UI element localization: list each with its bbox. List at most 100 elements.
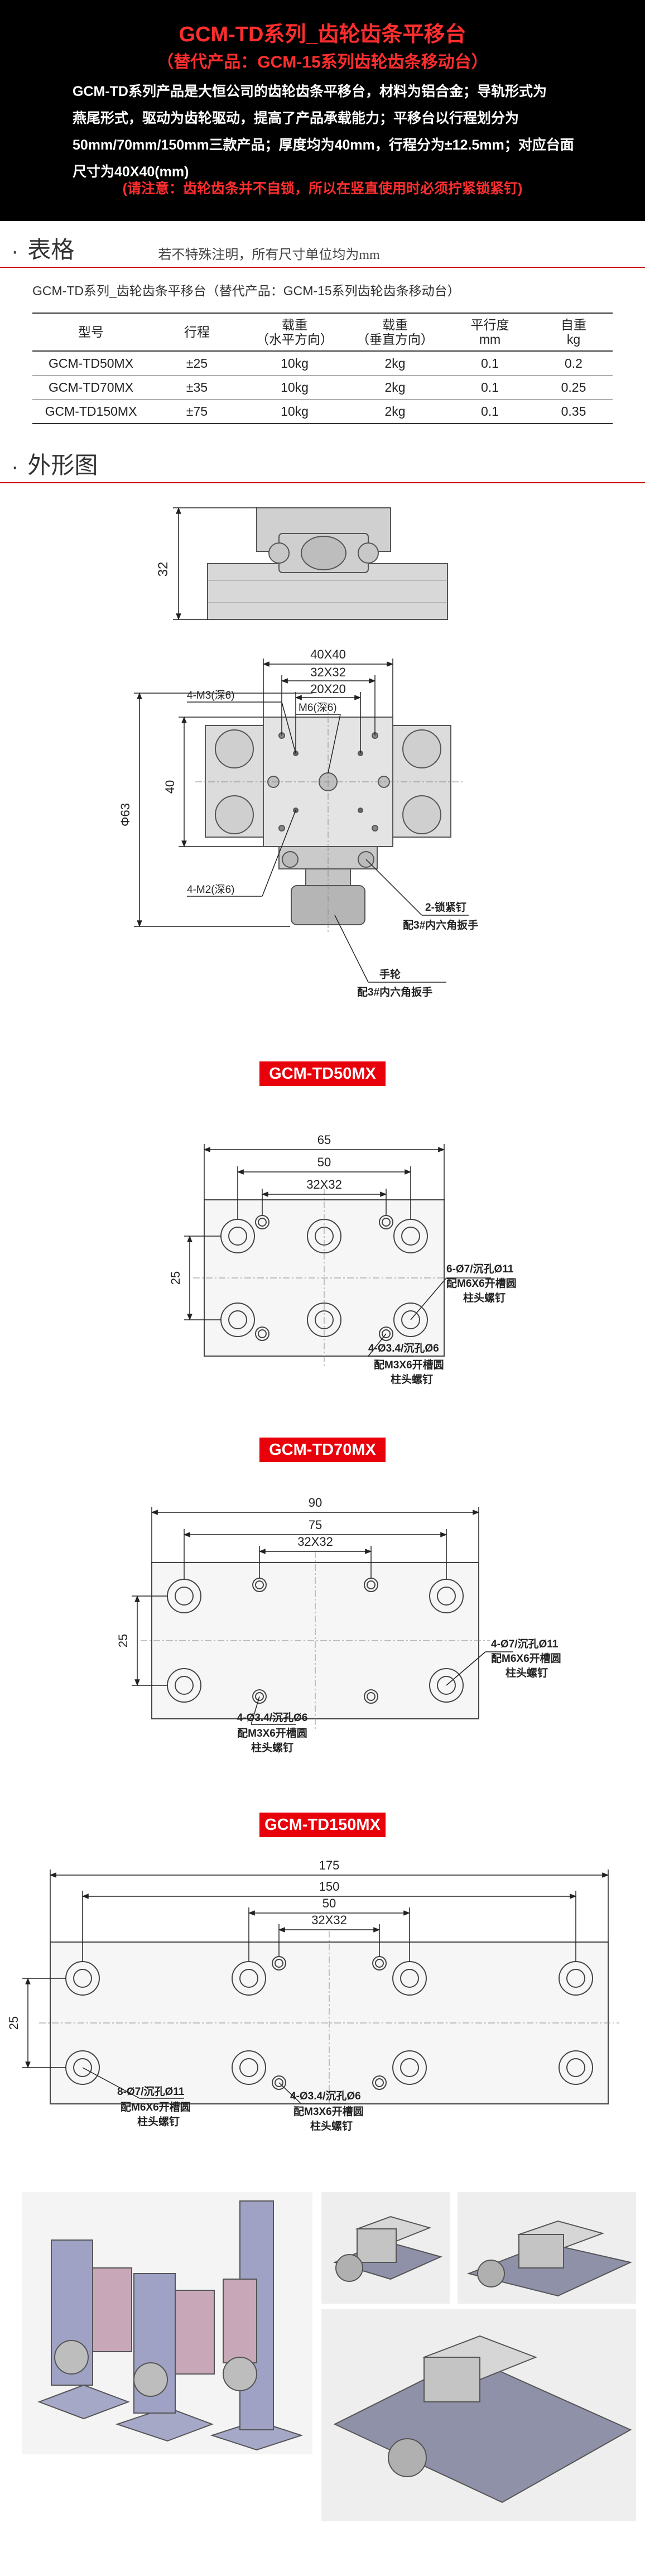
page-title: GCM-TD系列_齿轮齿条平移台 (179, 23, 466, 46)
warning-text: (请注意：齿轮齿条并不自锁，所以在竖直使用时必须拧紧锁紧钉) (122, 181, 523, 196)
td50-dim-32x32: 32X32 (306, 1178, 342, 1191)
td50-badge: GCM-TD50MX (259, 1061, 386, 1086)
front-dims (134, 659, 394, 927)
td70-callout-small-1: 4-Ø3.4/沉孔Ø6 (237, 1712, 308, 1724)
description-line: GCM-TD系列产品是大恒公司的齿轮齿条平移台，材料为铝合金；导轨形式为 (73, 84, 547, 99)
table-cell: ±35 (150, 375, 244, 400)
table-cell: 0.1 (445, 375, 535, 400)
section-divider (0, 482, 645, 483)
leaders (187, 701, 469, 983)
td50-dim-25: 25 (169, 1271, 182, 1285)
td150-badge: GCM-TD150MX (259, 1813, 386, 1837)
td70-badge: GCM-TD70MX (259, 1438, 386, 1462)
header-banner: GCM-TD系列_齿轮齿条平移台 （替代产品：GCM-15系列齿轮齿条移动台） … (0, 0, 645, 221)
table-cell: 2kg (345, 351, 445, 376)
table-cell: 0.2 (535, 351, 613, 376)
table-cell: GCM-TD50MX (32, 351, 150, 376)
td50-drawing: 65 50 32X32 25 6-Ø7/沉孔Ø11 配M6X6开槽圆 柱头螺钉 … (169, 1133, 517, 1386)
td150-callout-large-3: 柱头螺钉 (137, 2115, 180, 2128)
section-bullet: · (11, 239, 19, 263)
table-cell: GCM-TD150MX (32, 399, 150, 424)
label-lock-screw: 2-锁紧钉 (425, 901, 466, 914)
td70-dim-32x32: 32X32 (297, 1535, 333, 1549)
table-cell: ±75 (150, 399, 244, 424)
table-cell: 0.25 (535, 375, 613, 400)
label-handwheel-wrench: 配3#内六角扳手 (357, 986, 432, 998)
stage-outline-drawing: 32 (118, 507, 478, 998)
drawing-section-title: 外形图 (27, 452, 98, 478)
td150-callout-small-3: 柱头螺钉 (310, 2120, 353, 2132)
section-bullet: · (11, 454, 19, 479)
side-view (207, 507, 448, 620)
td150-dim-32x32: 32X32 (311, 1913, 347, 1927)
td70-callout-small-3: 柱头螺钉 (251, 1741, 293, 1754)
label-m3: 4-M3(深6) (187, 689, 235, 701)
table-section-title: 表格 (27, 237, 75, 263)
col-header-load-vertical: 载重（垂直方向） (345, 313, 445, 352)
td50-callout-small-1: 4-Ø3.4/沉孔Ø6 (368, 1342, 439, 1354)
side-height-dim (173, 507, 257, 621)
td70-holes (167, 1578, 464, 1704)
table-row: GCM-TD150MX ±75 10kg 2kg 0.1 0.35 (32, 399, 613, 424)
label-m2: 4-M2(深6) (187, 883, 235, 896)
product-photo-stage-long (321, 2309, 636, 2521)
dim-32: 32 (156, 562, 171, 577)
drawing-section-heading: · 外形图 (11, 445, 98, 479)
td150-dim-25: 25 (7, 2016, 21, 2030)
table-cell: ±25 (150, 351, 244, 376)
td50-dim-50: 50 (317, 1155, 331, 1169)
td70-callout-large-1: 4-Ø7/沉孔Ø11 (491, 1638, 559, 1650)
td70-dim-width: 90 (309, 1496, 322, 1510)
td50-callout-large-2: 配M6X6开槽圆 (446, 1277, 517, 1290)
td150-callout-large-1: 8-Ø7/沉孔Ø11 (117, 2085, 185, 2098)
dim-40: 40 (163, 780, 177, 794)
table-cell: GCM-TD70MX (32, 375, 150, 400)
table-cell: 10kg (244, 351, 345, 376)
product-photo-vertical (22, 2192, 312, 2454)
table-caption: GCM-TD系列_齿轮齿条平移台（替代产品：GCM-15系列齿轮齿条移动台） (32, 283, 460, 298)
table-cell: 10kg (244, 375, 345, 400)
dim-phi63: Φ63 (118, 803, 132, 826)
table-row: GCM-TD70MX ±35 10kg 2kg 0.1 0.25 (32, 375, 613, 400)
description-line: 燕尾形式，驱动为齿轮驱动，提高了产品承载能力；平移台以行程划分为 (73, 110, 519, 126)
td50-dim-width: 65 (317, 1133, 331, 1147)
table-cell: 0.1 (445, 351, 535, 376)
front-center-lines (195, 703, 463, 932)
page-subtitle: （替代产品：GCM-15系列齿轮齿条移动台） (157, 53, 488, 71)
td70-dim-25: 25 (116, 1634, 130, 1647)
dim-40x40: 40X40 (310, 647, 346, 661)
td150-drawing: 175 150 50 32X32 25 8-Ø7/沉孔Ø11 配M6X6开槽圆 … (7, 1858, 619, 2132)
table-cell: 0.35 (535, 399, 613, 424)
product-description: GCM-TD系列产品是大恒公司的齿轮齿条平移台，材料为铝合金；导轨形式为 燕尾形… (73, 78, 575, 185)
dim-20x20: 20X20 (310, 682, 346, 696)
label-handwheel: 手轮 (379, 968, 401, 981)
description-line: 尺寸为40X40(mm) (73, 164, 189, 180)
td150-callout-small-1: 4-Ø3.4/沉孔Ø6 (290, 2090, 361, 2102)
dim-32x32: 32X32 (310, 665, 346, 679)
description-line: 50mm/70mm/150mm三款产品；厚度均为40mm，行程分为±12.5mm… (73, 137, 574, 153)
product-photo-stage-medium (458, 2192, 636, 2304)
product-photo-stage-small (321, 2192, 450, 2304)
col-header-load-horizontal: 载重（水平方向） (244, 313, 345, 352)
product-photos (22, 2192, 636, 2521)
td50-callout-small-3: 柱头螺钉 (391, 1373, 433, 1386)
td150-dim-50: 50 (323, 1896, 336, 1910)
col-header-model: 型号 (32, 313, 150, 352)
td150-dim-width: 175 (319, 1858, 340, 1872)
td150-callout-small-2: 配M3X6开槽圆 (293, 2105, 364, 2118)
table-section-heading: · 表格 若不特殊注明，所有尺寸单位均为mm (11, 230, 380, 263)
td70-callout-large-3: 柱头螺钉 (506, 1666, 548, 1679)
td50-callout-large-3: 柱头螺钉 (463, 1291, 506, 1304)
td70-callout-small-2: 配M3X6开槽圆 (237, 1727, 307, 1739)
table-cell: 10kg (244, 399, 345, 424)
label-m6: M6(深6) (299, 701, 337, 714)
td70-drawing: 90 75 32X32 25 4-Ø7/沉孔Ø11 配M6X6开槽圆 柱头螺钉 … (116, 1496, 561, 1754)
table-row: GCM-TD50MX ±25 10kg 2kg 0.1 0.2 (32, 351, 613, 376)
td70-dim-75: 75 (309, 1518, 322, 1532)
td50-callout-small-2: 配M3X6开槽圆 (374, 1358, 444, 1371)
label-lock-wrench: 配3#内六角扳手 (403, 919, 478, 931)
